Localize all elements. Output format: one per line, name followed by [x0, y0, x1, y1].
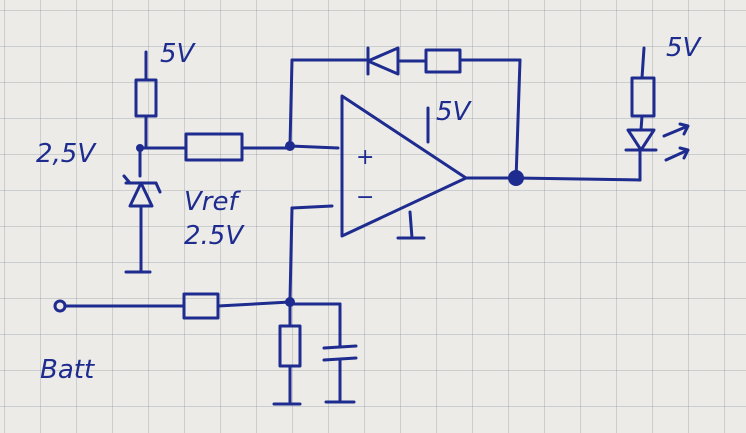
label-vref-name: Vref — [184, 187, 241, 217]
minus-input-vertical — [288, 206, 294, 302]
ref-resistor — [184, 132, 244, 162]
battery-resistor — [182, 292, 220, 320]
label-opamp-minus: − — [356, 185, 374, 210]
opamp-triangle-icon — [340, 94, 468, 238]
divider-resistor — [134, 78, 158, 118]
feedback-resistor — [424, 48, 462, 74]
minus-input-branch — [288, 204, 334, 302]
label-opamp-plus: + — [356, 145, 374, 170]
led-icon — [624, 128, 658, 152]
vref-zener-icon — [122, 174, 162, 208]
feedback-branch — [288, 46, 522, 182]
label-2-5v-node: 2,5V — [36, 139, 97, 169]
led-branch — [514, 46, 690, 182]
led-resistor — [630, 76, 656, 118]
feedback-diode-icon — [366, 46, 400, 76]
battery-branch — [53, 292, 358, 406]
label-5v-left: 5V — [160, 39, 197, 69]
ref-input-branch — [138, 132, 340, 162]
opamp — [340, 94, 524, 240]
pulldown-resistor — [278, 324, 302, 368]
opamp-ground-pin — [408, 210, 414, 240]
label-5v-led: 5V — [666, 33, 703, 63]
feedback-wire-right — [514, 58, 522, 182]
led-wire-bottom — [514, 176, 642, 182]
label-5v-opamp: 5V — [436, 97, 473, 127]
plus-input-wire — [288, 144, 340, 150]
led-supply-wire — [640, 46, 646, 80]
label-vref-value: 2.5V — [184, 221, 245, 251]
battery-terminal-icon — [53, 299, 67, 313]
cap-plate-top — [322, 344, 358, 350]
feedback-wire-left — [288, 58, 294, 148]
divider-branch — [122, 50, 162, 274]
battery-wire-b — [216, 300, 292, 308]
led-wire-mid — [639, 114, 644, 132]
minus-input-wire — [290, 204, 334, 210]
led-light-arrows-icon — [662, 122, 690, 162]
label-battery: Batt — [40, 355, 95, 385]
